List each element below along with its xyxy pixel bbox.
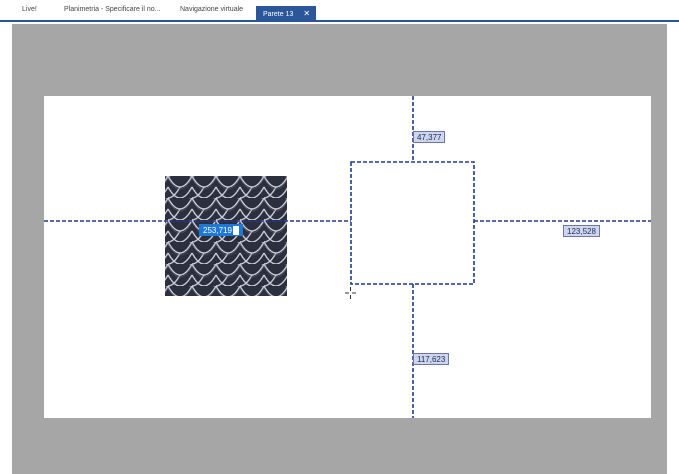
tab-navigazione-virtuale[interactable]: Navigazione virtuale [180,6,244,13]
close-icon[interactable]: ✕ [303,9,311,18]
wall-opening[interactable] [350,161,475,285]
dimension-label-left-value: 253,719 [203,226,232,235]
texture-tile[interactable] [165,176,287,296]
tab-live[interactable]: Live! [22,6,37,13]
dimension-label-bottom[interactable]: 117,623 [413,353,450,365]
document-tab-bar: Live! Planimetria - Specificare il no...… [0,0,679,22]
tab-parete-13[interactable]: Parete 13 ✕ [256,6,317,22]
dimension-label-top[interactable]: 47,377 [413,131,446,143]
crosshair-move-icon [345,287,356,299]
wall-elevation-canvas[interactable] [44,96,651,418]
dimension-label-left[interactable]: 253,719 [199,224,243,236]
tab-planimetria[interactable]: Planimetria - Specificare il no... [64,6,161,13]
text-caret [232,226,239,236]
dimension-label-right[interactable]: 123,528 [563,225,600,237]
tab-parete-13-label: Parete 13 [263,11,294,18]
